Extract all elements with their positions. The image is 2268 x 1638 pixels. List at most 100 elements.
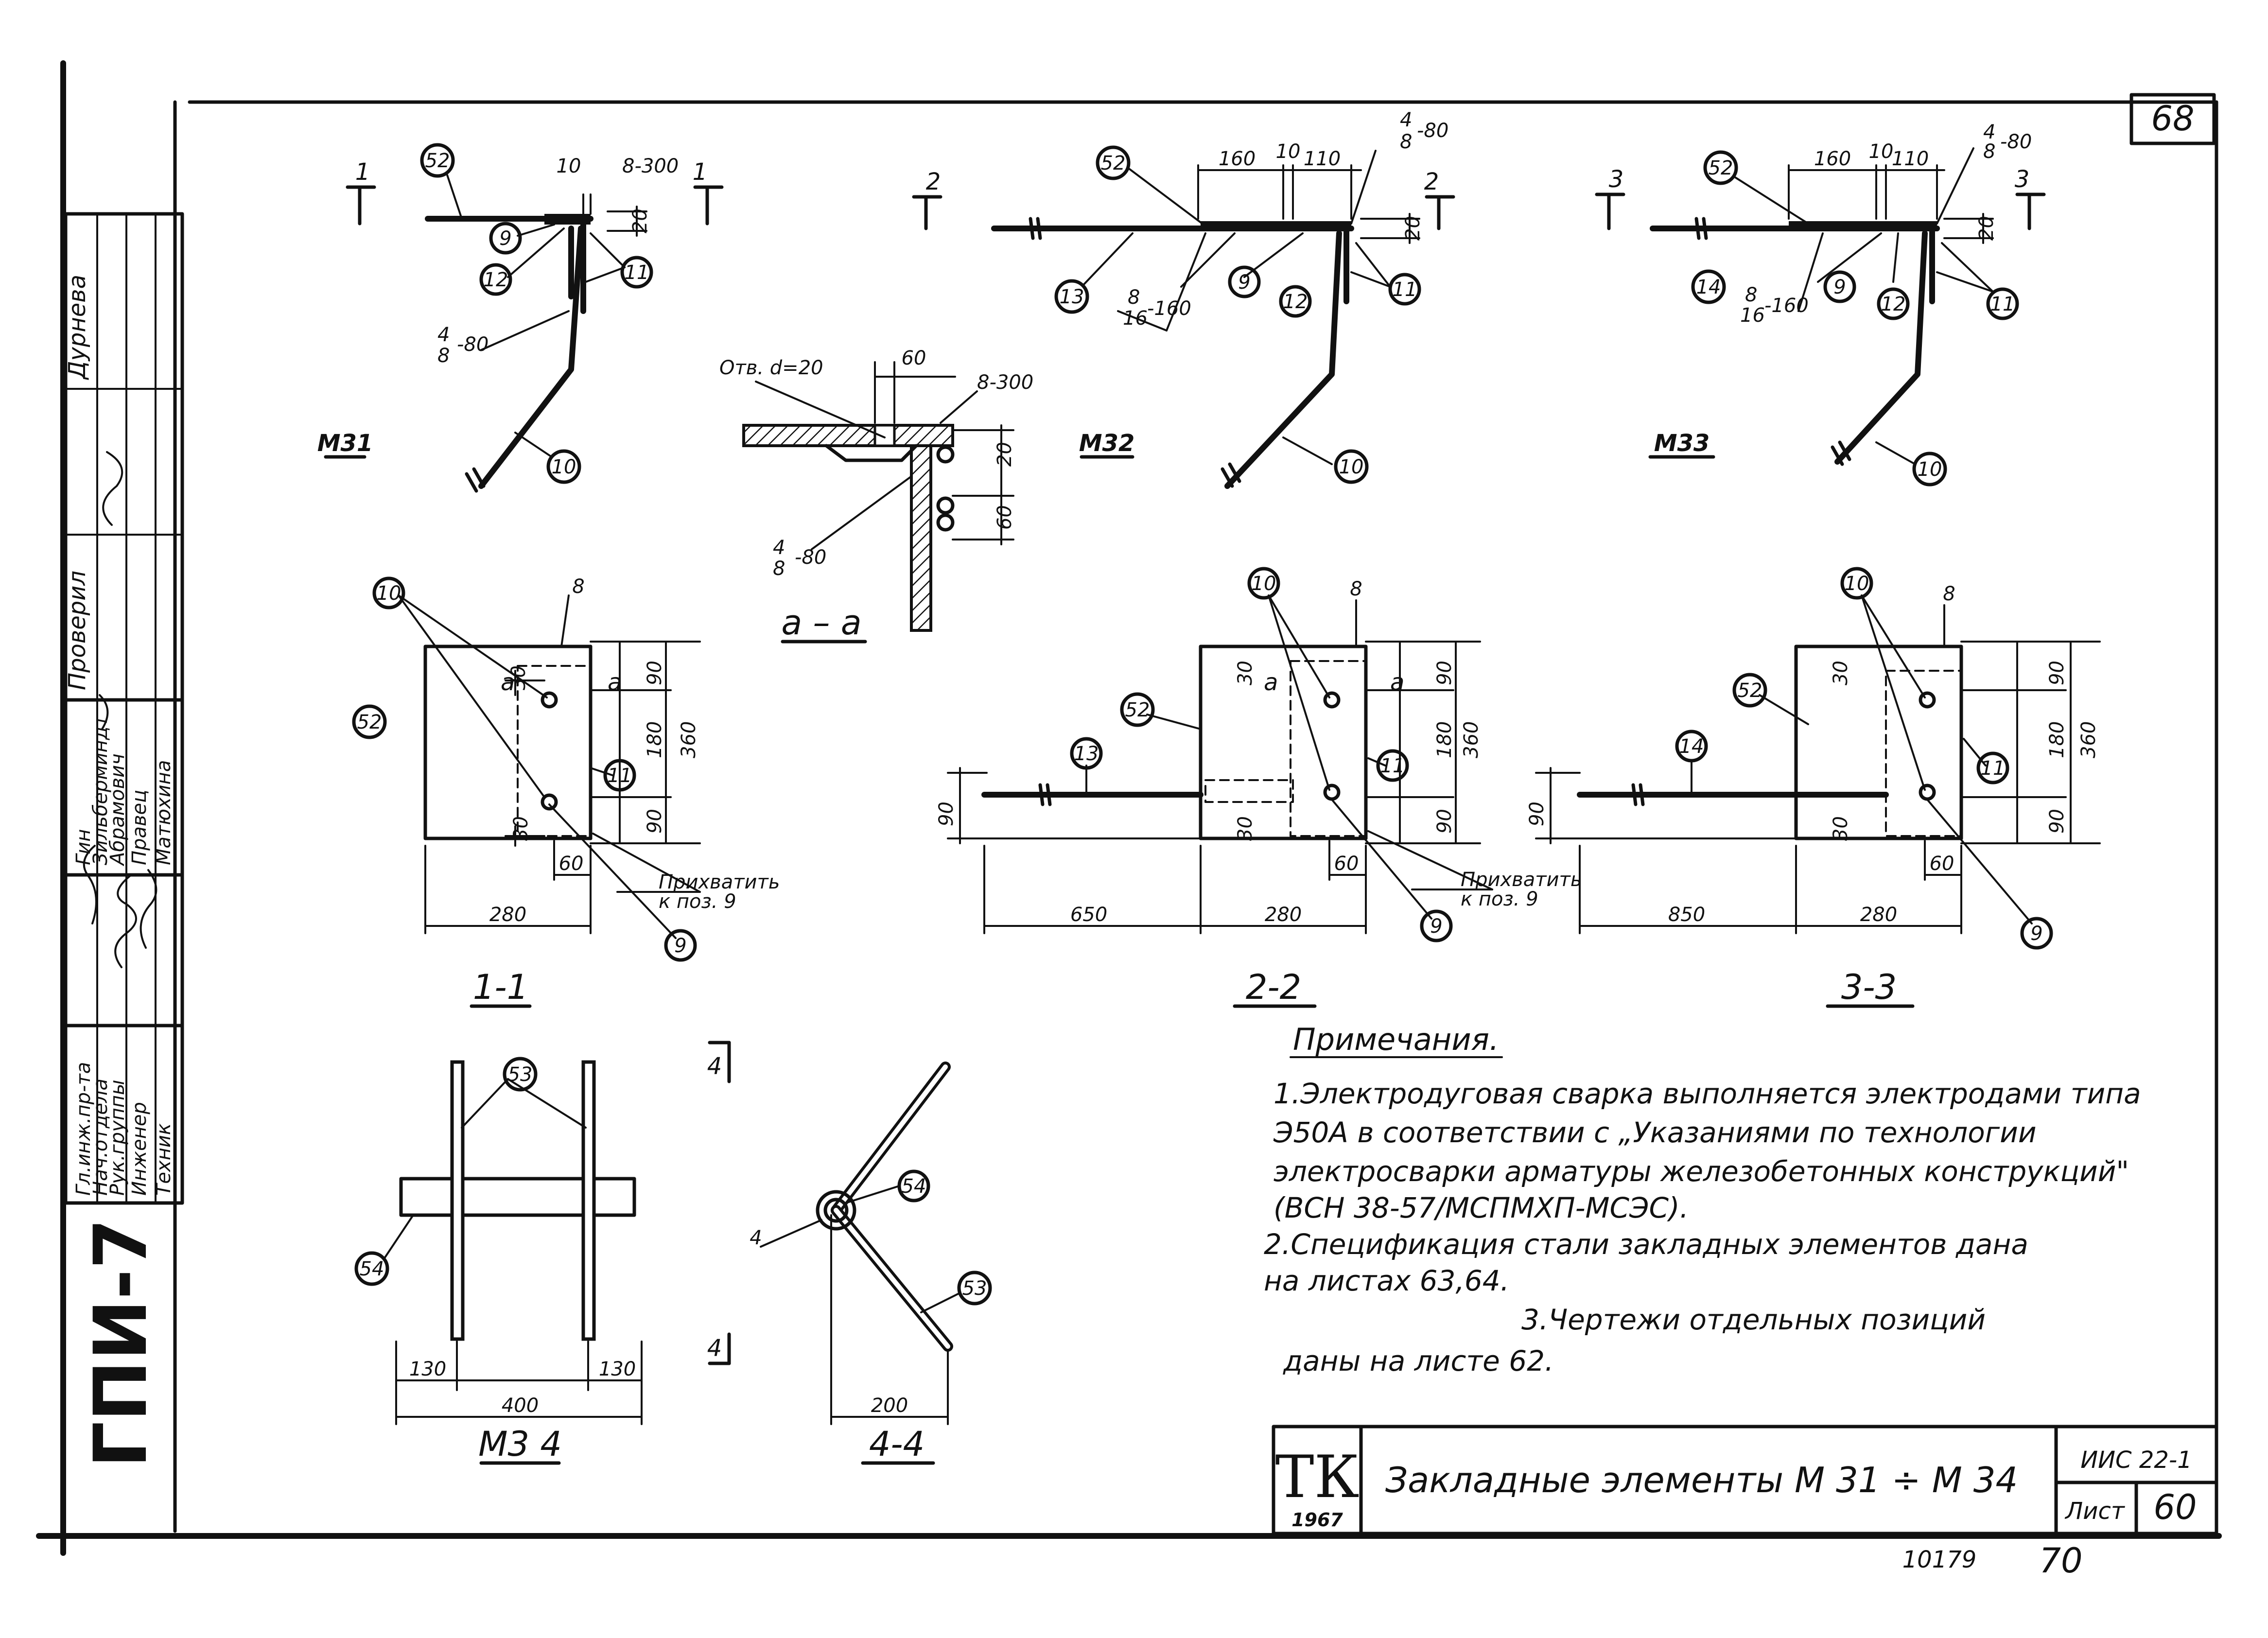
dim: 10	[1869, 140, 1894, 163]
dim: 8-300	[622, 155, 679, 177]
cut-label: 2	[1424, 168, 1439, 195]
position-53: 53	[508, 1063, 533, 1086]
section-2-2	[947, 567, 1493, 1008]
dim: 30	[1234, 816, 1256, 841]
title-block	[1272, 1425, 2218, 1535]
position-10: 10	[1339, 456, 1364, 478]
view-label-2-2: 2-2	[1246, 967, 1301, 1007]
dim: 200	[871, 1394, 908, 1417]
dim: 90	[1433, 809, 1456, 834]
dim: 10	[1276, 140, 1301, 163]
stamp-name: Абрамович	[106, 753, 129, 867]
dim: 4	[750, 1227, 762, 1249]
bottom-page: 70	[2039, 1541, 2082, 1581]
position-12: 12	[484, 269, 508, 291]
dim: 20	[629, 209, 651, 233]
position-8: 8	[1943, 583, 1955, 605]
weld-len: -80	[1417, 120, 1448, 142]
cut-label: 4	[707, 1053, 722, 1080]
sheet-title: Закладные элементы М 31 ÷ М 34	[1385, 1460, 2018, 1500]
cut-label: а	[608, 669, 622, 696]
dim: 30	[1830, 816, 1852, 841]
stamp-name: Гин	[72, 829, 95, 865]
position-9: 9	[1430, 915, 1442, 938]
dim: 180	[1433, 721, 1456, 758]
note-line: (ВСН 38-57/МСПМХП-МСЭС).	[1274, 1191, 1689, 1224]
dim: 90	[644, 809, 666, 834]
grab-note: к поз. 9	[1461, 888, 1538, 910]
position-52: 52	[1125, 699, 1150, 721]
position-52: 52	[1738, 680, 1762, 702]
view-label-m33: М33	[1654, 430, 1710, 457]
view-m33	[1595, 147, 2046, 487]
note-line: электросварки арматуры железобетонных ко…	[1274, 1155, 2129, 1188]
weld-num: 8	[1745, 284, 1757, 306]
position-53: 53	[962, 1277, 987, 1300]
cut-label: а	[1390, 669, 1404, 696]
dim: 90	[935, 802, 958, 826]
dim: 20	[1975, 216, 1998, 241]
position-12: 12	[1881, 293, 1906, 315]
note-line: Э50А в соответствии с „Указаниями по тех…	[1273, 1116, 2037, 1149]
grab-note: Прихватить	[659, 871, 780, 893]
position-12: 12	[1283, 291, 1308, 313]
stamp-role: Гл.инж.пр-та	[72, 1062, 95, 1196]
section-3-3	[1535, 567, 2101, 1008]
position-10: 10	[1845, 573, 1869, 595]
weld-num: 4	[1400, 109, 1412, 131]
position-13: 13	[1074, 743, 1099, 765]
bottom-number: 10179	[1902, 1546, 1977, 1573]
position-52: 52	[1101, 152, 1126, 174]
stamp-name: Правец	[128, 790, 151, 865]
stamp-roles: Гл.инж.пр-та Нач.отдела Рук.группы Инжен…	[64, 275, 175, 1196]
logo: ТК	[1275, 1444, 1360, 1511]
stamp-name: Зильберминдт	[89, 714, 112, 865]
position-11: 11	[1393, 279, 1417, 301]
dim: 30	[1234, 661, 1256, 685]
dim: 110	[1304, 148, 1341, 170]
dim: 360	[678, 721, 700, 758]
position-9: 9	[1238, 271, 1250, 294]
weld-len: -160	[1147, 297, 1191, 320]
view-label-m31: М31	[317, 430, 373, 457]
position-52: 52	[1709, 157, 1733, 179]
stamp-name: Матюхина	[153, 760, 175, 865]
dim: 20	[1402, 216, 1424, 241]
position-11: 11	[1380, 755, 1405, 777]
weld-num: 4	[773, 537, 785, 559]
cut-label: 1	[693, 158, 708, 186]
section-aa	[742, 361, 1014, 644]
dim: 60	[559, 853, 584, 875]
position-10: 10	[1252, 573, 1276, 595]
dim: 180	[2046, 721, 2068, 758]
stamp-role: Инженер	[128, 1102, 151, 1196]
dim: 30	[510, 816, 532, 841]
dim: 60	[1930, 853, 1954, 875]
dim: 130	[599, 1358, 636, 1380]
dim: 130	[409, 1358, 446, 1380]
view-label-m34: М3 4	[478, 1424, 562, 1464]
position-11: 11	[1981, 757, 2006, 780]
series-code: ГПИ-7	[79, 1219, 163, 1468]
view-m31	[324, 143, 724, 493]
cut-label: а	[1264, 669, 1278, 696]
position-14: 14	[1679, 735, 1704, 758]
cut-label: 3	[1609, 166, 1624, 193]
stamp-role: Техник	[153, 1123, 175, 1196]
position-10: 10	[1918, 458, 1942, 481]
view-label-3-3: 3-3	[1841, 967, 1897, 1007]
view-m34	[354, 1057, 643, 1465]
dim: 650	[1070, 904, 1107, 926]
position-54: 54	[360, 1258, 384, 1280]
hole-label: Отв. d=20	[719, 357, 823, 379]
cut-label: 4	[707, 1335, 722, 1362]
weld-den: 16	[1123, 307, 1148, 330]
position-13: 13	[1060, 286, 1084, 308]
dim: 160	[1814, 148, 1851, 170]
dim: 280	[1860, 904, 1897, 926]
logo-year: 1967	[1291, 1509, 1343, 1531]
dim: 90	[1526, 802, 1548, 826]
dim: 60	[1334, 853, 1359, 875]
